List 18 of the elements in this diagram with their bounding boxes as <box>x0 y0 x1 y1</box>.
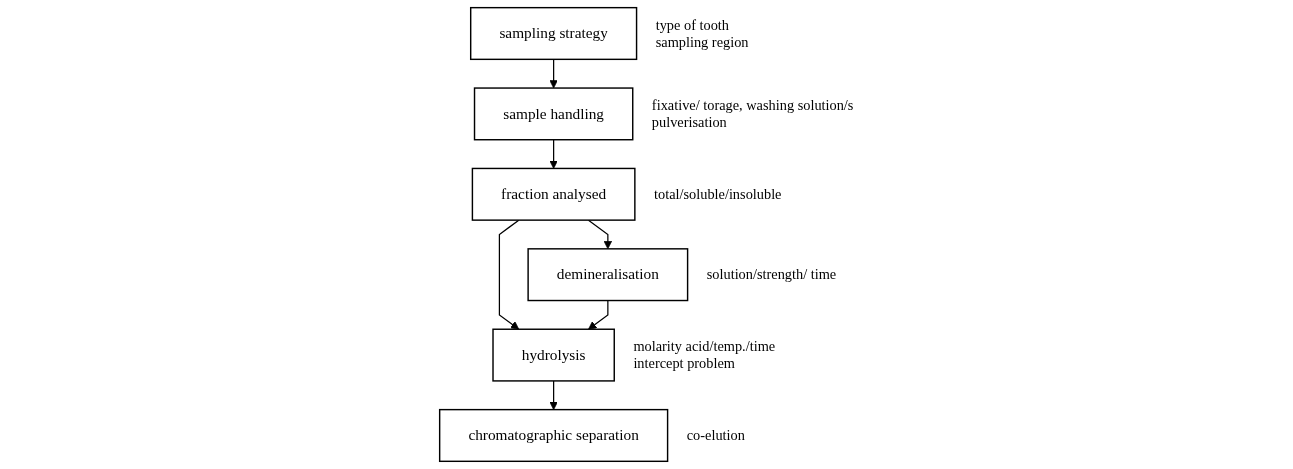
node-box: sampling strategy <box>469 6 637 61</box>
arrow <box>587 219 612 250</box>
arrow <box>587 299 609 330</box>
node-box: fraction analysed <box>471 167 636 221</box>
annotation-text: molarity acid/temp./time intercept problem <box>633 338 775 372</box>
node-box: sample handling <box>473 87 634 141</box>
node-box: hydrolysis <box>492 328 615 382</box>
arrow <box>549 58 558 89</box>
annotation-text: fixative/ torage, washing solution/s pulverisation <box>651 97 854 131</box>
annotation-text: solution/strength/ time <box>706 266 836 283</box>
annotation-text: co-elution <box>686 427 745 444</box>
node-box: chromatographic separation <box>438 408 669 463</box>
annotation-text: total/soluble/insoluble <box>653 186 782 203</box>
arrow <box>498 219 520 330</box>
arrow <box>549 139 558 169</box>
arrow <box>549 380 558 411</box>
annotation-text: type of tooth sampling region <box>655 16 749 50</box>
node-box: demineralisation <box>527 248 689 302</box>
